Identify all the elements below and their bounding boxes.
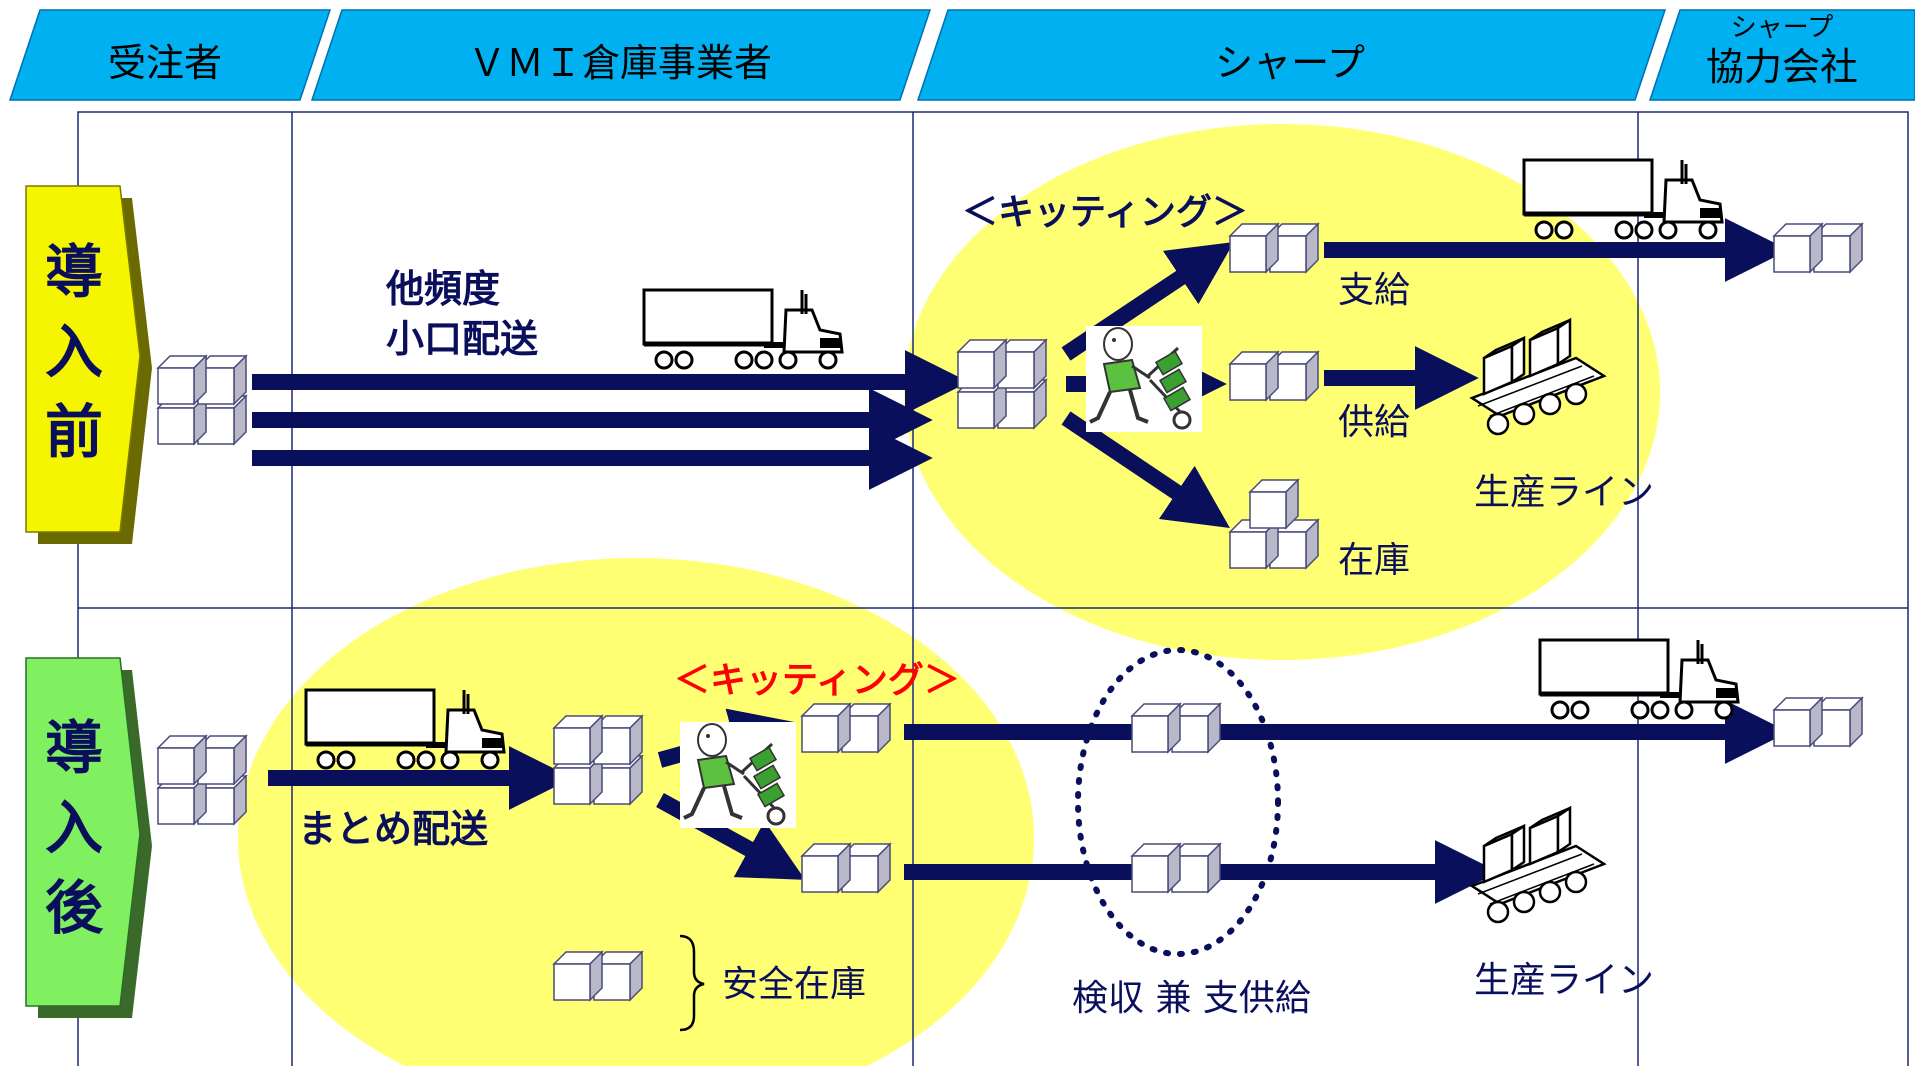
bulk-delivery-label: まとめ配送 bbox=[298, 807, 488, 851]
provide-label: 供給 bbox=[1338, 402, 1410, 443]
worker-hand-truck-icon bbox=[678, 720, 798, 830]
worker-hand-truck-icon bbox=[1084, 324, 1204, 434]
truck-icon bbox=[644, 290, 842, 368]
svg-text:導: 導 bbox=[45, 238, 103, 306]
supply-label: 支給 bbox=[1338, 270, 1410, 311]
header-cell-4 bbox=[1648, 9, 1915, 101]
box-stack-icon bbox=[802, 704, 890, 752]
stock-label: 在庫 bbox=[1338, 540, 1410, 581]
box-stack-icon bbox=[1774, 698, 1862, 746]
header-label-sharp: シャープ bbox=[1215, 41, 1365, 85]
box-stack-icon bbox=[158, 356, 246, 444]
safety-stock-brace bbox=[679, 934, 705, 1032]
box-stack-icon bbox=[554, 716, 642, 804]
delivery-label-line2: 小口配送 bbox=[386, 317, 538, 361]
inspection-zone bbox=[1075, 647, 1281, 957]
truck-icon bbox=[1540, 640, 1738, 718]
production-line-label-after: 生産ライン bbox=[1474, 960, 1654, 1001]
box-stack-icon bbox=[958, 340, 1046, 428]
grid bbox=[77, 111, 1909, 1066]
header-label-partner: 協力会社 bbox=[1706, 45, 1858, 89]
header-cell-3 bbox=[916, 9, 1667, 101]
box-stack-icon bbox=[1132, 704, 1220, 752]
header-cell-1 bbox=[8, 9, 332, 101]
box-stack-icon bbox=[1230, 352, 1318, 400]
header-cell-2 bbox=[310, 9, 932, 101]
kitting-label-before: ＜キッティング＞ bbox=[962, 192, 1248, 233]
kitting-label-after: ＜キッティング＞ bbox=[674, 660, 960, 701]
svg-text:導: 導 bbox=[45, 714, 103, 782]
header-label-partner-top: シャープ bbox=[1731, 13, 1833, 43]
svg-text:後: 後 bbox=[45, 874, 104, 942]
row-label-before: 導 入 前 bbox=[25, 185, 152, 544]
highlight-vmi-after bbox=[238, 558, 1034, 1066]
svg-text:前: 前 bbox=[45, 398, 103, 466]
header-label-vmi: ＶＭＩ倉庫事業者 bbox=[468, 41, 772, 85]
header-label-orderer: 受注者 bbox=[108, 41, 222, 85]
header-band: 受注者 ＶＭＩ倉庫事業者 シャープ シャープ 協力会社 bbox=[8, 9, 1915, 101]
row-label-after: 導 入 後 bbox=[25, 657, 152, 1018]
safety-stock-label: 安全在庫 bbox=[722, 964, 866, 1005]
box-stack-icon bbox=[554, 952, 642, 1000]
inspection-label: 検収 兼 支供給 bbox=[1072, 978, 1311, 1019]
svg-text:入: 入 bbox=[45, 794, 103, 862]
delivery-label-line1: 他頻度 bbox=[385, 267, 500, 311]
production-line-label-before: 生産ライン bbox=[1474, 472, 1654, 513]
svg-text:入: 入 bbox=[45, 318, 103, 386]
box-stack-icon bbox=[158, 736, 246, 824]
box-stack-icon bbox=[1774, 224, 1862, 272]
box-stack-icon bbox=[1132, 844, 1220, 892]
conveyor-icon bbox=[1470, 806, 1606, 924]
box-stack-icon bbox=[802, 844, 890, 892]
